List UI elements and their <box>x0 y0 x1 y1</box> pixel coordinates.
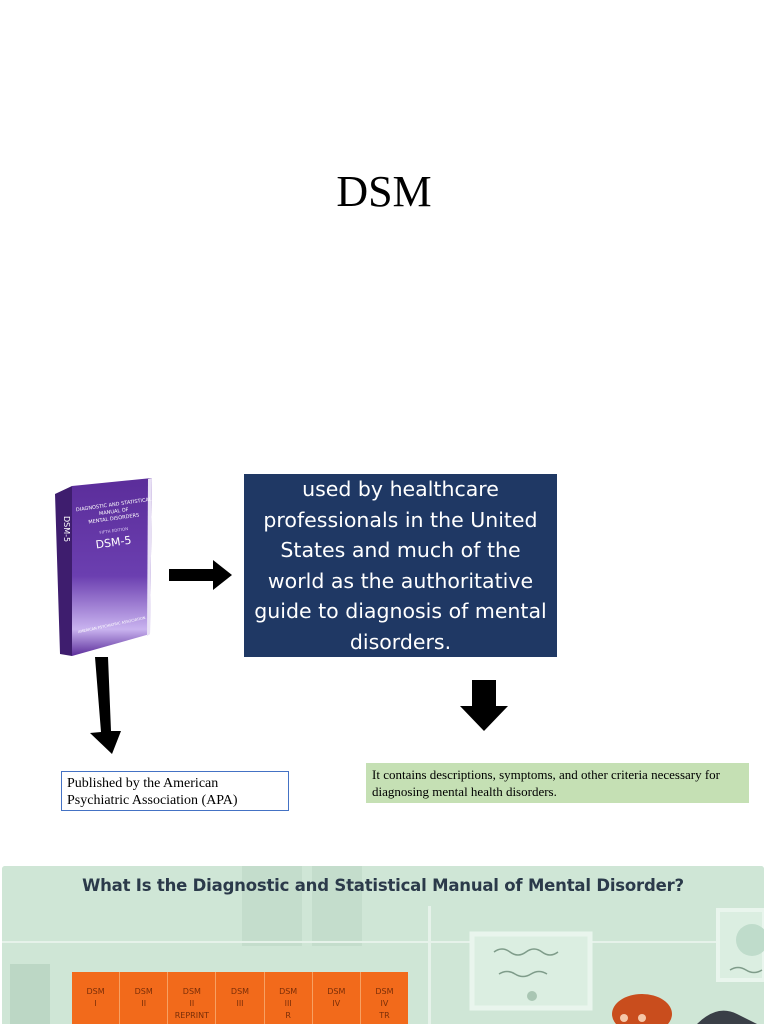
volume-spine: DSM III <box>216 972 265 1024</box>
down-arrow-icon <box>460 680 508 731</box>
banner-title: What Is the Diagnostic and Statistical M… <box>82 876 684 895</box>
description-text: used by healthcare professionals in the … <box>254 477 547 654</box>
volume-spine: DSM II REPRINT <box>168 972 217 1024</box>
publisher-text: Published by the American Psychiatric As… <box>67 776 238 808</box>
volume-spine: DSM II <box>120 972 169 1024</box>
dsm5-book-icon: DIAGNOSTIC AND STATISTICAL MANUAL OF MEN… <box>55 478 152 656</box>
volume-spine: DSM IV <box>313 972 361 1024</box>
volume-spine: DSM IV TR <box>375 987 394 1020</box>
book-spine-title: DSM-5 <box>62 516 71 542</box>
contents-text: It contains descriptions, symptoms, and … <box>372 767 721 799</box>
dsm-banner-image: What Is the Diagnostic and Statistical M… <box>2 866 764 1024</box>
down-arrow-icon <box>90 657 121 754</box>
volume-spine: DSM III R <box>265 972 313 1024</box>
slide-title: DSM <box>336 167 432 216</box>
description-box: used by healthcare professionals in the … <box>244 474 557 657</box>
volume-spine: DSM I <box>72 972 121 1024</box>
book-cover-line-2: MANUAL OF <box>99 507 129 517</box>
book-cover-title: DSM-5 <box>95 534 132 552</box>
right-arrow-icon <box>169 560 232 590</box>
dsm-volume-shelf: DSM I DSM II DSM II REPRINT DSM III DSM … <box>72 972 408 1024</box>
book-cover-edition: FIFTH EDITION <box>99 526 128 535</box>
contents-box: It contains descriptions, symptoms, and … <box>366 763 749 803</box>
publisher-box: Published by the American Psychiatric As… <box>61 771 289 811</box>
